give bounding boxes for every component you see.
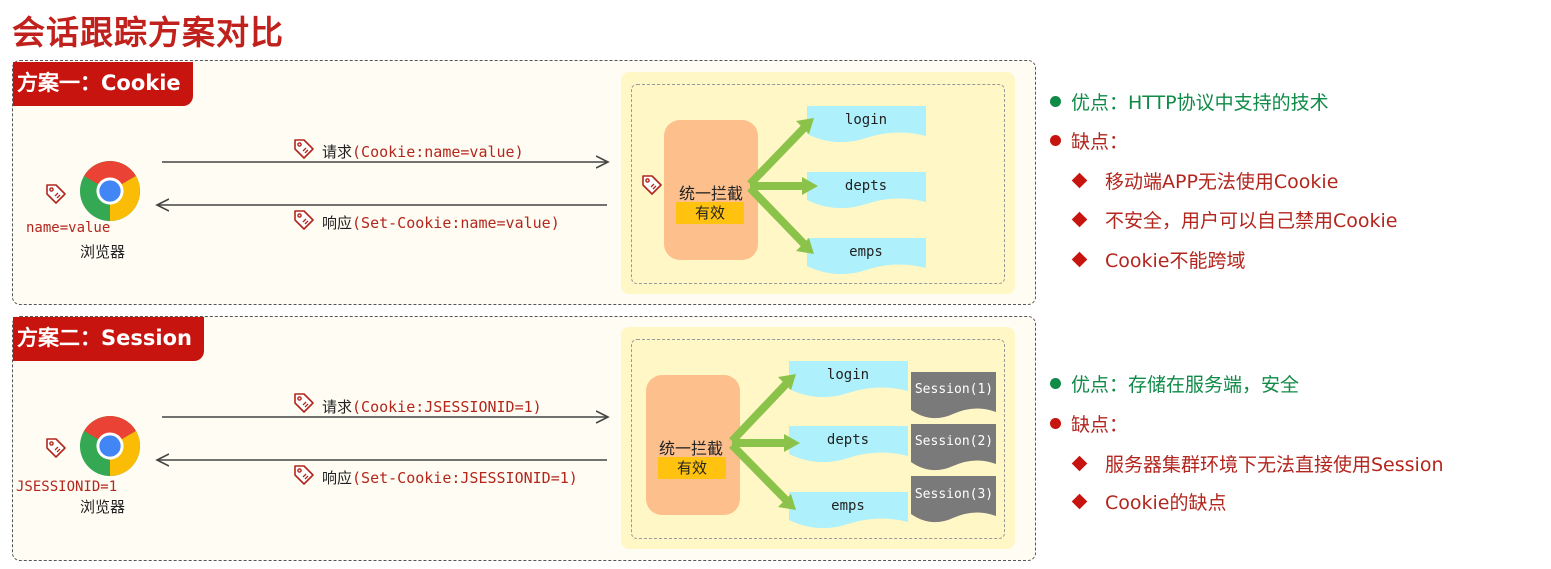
session-scheme-tag: 方案二：Session xyxy=(13,317,204,361)
cookie-pros-text: 优点：HTTP协议中支持的技术 xyxy=(1071,92,1329,114)
depts-resource-box xyxy=(807,172,926,209)
session-server-boundary xyxy=(631,339,1005,539)
session-pros: 优点：存储在服务端，安全 xyxy=(1050,370,1299,397)
login-resource-box xyxy=(789,361,908,398)
session-valid-badge: 有效 xyxy=(658,457,726,479)
session-store-2 xyxy=(911,424,996,471)
green-dot-icon xyxy=(1050,378,1061,389)
cookie-con-text: Cookie不能跨域 xyxy=(1105,250,1246,272)
route-arrow-emps xyxy=(747,185,809,249)
tag-icon xyxy=(46,184,66,204)
emps-resource-box xyxy=(807,238,926,275)
session-con-text: Cookie的缺点 xyxy=(1105,492,1227,514)
cookie-response-label: 响应(Set-Cookie:name=value) xyxy=(322,212,560,233)
route-arrowhead-depts xyxy=(802,177,818,195)
route-arrowhead-login xyxy=(778,374,796,390)
cookie-request-label: 请求(Cookie:name=value) xyxy=(322,141,524,162)
login-resource-box xyxy=(807,106,926,143)
depts-resource-box xyxy=(789,426,908,463)
session-pros-text: 优点：存储在服务端，安全 xyxy=(1071,374,1300,396)
route-arrowhead-depts xyxy=(784,434,800,452)
session-store-3 xyxy=(911,476,996,523)
cookie-browser-value: name=value xyxy=(26,220,111,236)
red-dot-icon xyxy=(1050,418,1061,429)
response-text: 响应 xyxy=(322,469,353,487)
session-store-label: Session(2) xyxy=(914,434,994,449)
emps-resource-label: emps xyxy=(849,244,883,260)
cookie-con-text: 移动端APP无法使用Cookie xyxy=(1105,171,1339,193)
response-value: (Set-Cookie:JSESSIONID=1) xyxy=(352,469,578,487)
tag-icon xyxy=(294,139,314,159)
emps-resource-label: emps xyxy=(831,498,865,514)
session-store-label: Session(3) xyxy=(914,487,994,502)
session-cons-title-text: 缺点： xyxy=(1071,414,1129,436)
session-cons-title: 缺点： xyxy=(1050,410,1128,437)
cookie-pros: 优点：HTTP协议中支持的技术 xyxy=(1050,88,1329,115)
cookie-con-item: 不安全，用户可以自己禁用Cookie xyxy=(1071,206,1398,233)
diamond-bullet-icon xyxy=(1071,211,1088,228)
depts-resource-label: depts xyxy=(826,432,870,448)
session-interceptor xyxy=(646,375,740,515)
route-arrowhead-emps xyxy=(778,494,796,510)
response-value: (Set-Cookie:name=value) xyxy=(352,214,560,232)
diamond-bullet-icon xyxy=(1071,455,1088,472)
diamond-bullet-icon xyxy=(1071,493,1088,510)
cookie-con-text: 不安全，用户可以自己禁用Cookie xyxy=(1105,210,1398,232)
cookie-scheme-tag: 方案一：Cookie xyxy=(13,62,193,106)
tag-icon xyxy=(294,210,314,230)
chrome-browser-icon xyxy=(79,415,141,477)
cookie-cons-title-text: 缺点： xyxy=(1071,131,1129,153)
request-text: 请求 xyxy=(322,398,353,416)
request-value: (Cookie:name=value) xyxy=(352,143,524,161)
login-resource-label: login xyxy=(844,112,888,128)
cookie-cons-title: 缺点： xyxy=(1050,127,1128,154)
login-resource-label: login xyxy=(826,367,870,383)
route-arrow-emps xyxy=(729,442,791,505)
route-arrow-login xyxy=(747,123,809,187)
cookie-valid-badge: 有效 xyxy=(676,202,744,224)
depts-resource-label: depts xyxy=(844,178,888,194)
cookie-interceptor xyxy=(664,120,758,260)
request-value: (Cookie:JSESSIONID=1) xyxy=(352,398,542,416)
tag-icon xyxy=(642,175,662,195)
session-response-label: 响应(Set-Cookie:JSESSIONID=1) xyxy=(322,467,578,488)
session-request-label: 请求(Cookie:JSESSIONID=1) xyxy=(322,396,542,417)
request-text: 请求 xyxy=(322,143,353,161)
session-con-item: 服务器集群环境下无法直接使用Session xyxy=(1071,450,1444,477)
diamond-bullet-icon xyxy=(1071,251,1088,268)
session-con-item: Cookie的缺点 xyxy=(1071,488,1227,515)
emps-resource-box xyxy=(789,492,908,529)
response-text: 响应 xyxy=(322,214,353,232)
tag-icon xyxy=(46,438,66,458)
cookie-interceptor-label: 统一拦截 xyxy=(679,184,744,203)
session-store-label: Session(1) xyxy=(914,382,994,397)
cookie-browser-label: 浏览器 xyxy=(80,243,126,261)
session-store-1 xyxy=(911,372,996,419)
cookie-server-boundary xyxy=(631,84,1005,284)
tag-icon xyxy=(294,393,314,413)
session-browser-value: JSESSIONID=1 xyxy=(16,479,118,495)
tag-icon xyxy=(294,465,314,485)
green-dot-icon xyxy=(1050,96,1061,107)
cookie-con-item: 移动端APP无法使用Cookie xyxy=(1071,167,1339,194)
chrome-browser-icon xyxy=(79,160,141,222)
diamond-bullet-icon xyxy=(1071,172,1088,189)
route-arrowhead-emps xyxy=(796,238,814,254)
route-arrow-login xyxy=(729,379,791,444)
session-interceptor-label: 统一拦截 xyxy=(659,439,724,458)
red-dot-icon xyxy=(1050,135,1061,146)
session-browser-label: 浏览器 xyxy=(80,498,126,516)
session-con-text: 服务器集群环境下无法直接使用Session xyxy=(1105,454,1444,476)
route-arrowhead-login xyxy=(796,118,814,134)
page-title: 会话跟踪方案对比 xyxy=(12,13,284,52)
cookie-con-item: Cookie不能跨域 xyxy=(1071,246,1246,273)
